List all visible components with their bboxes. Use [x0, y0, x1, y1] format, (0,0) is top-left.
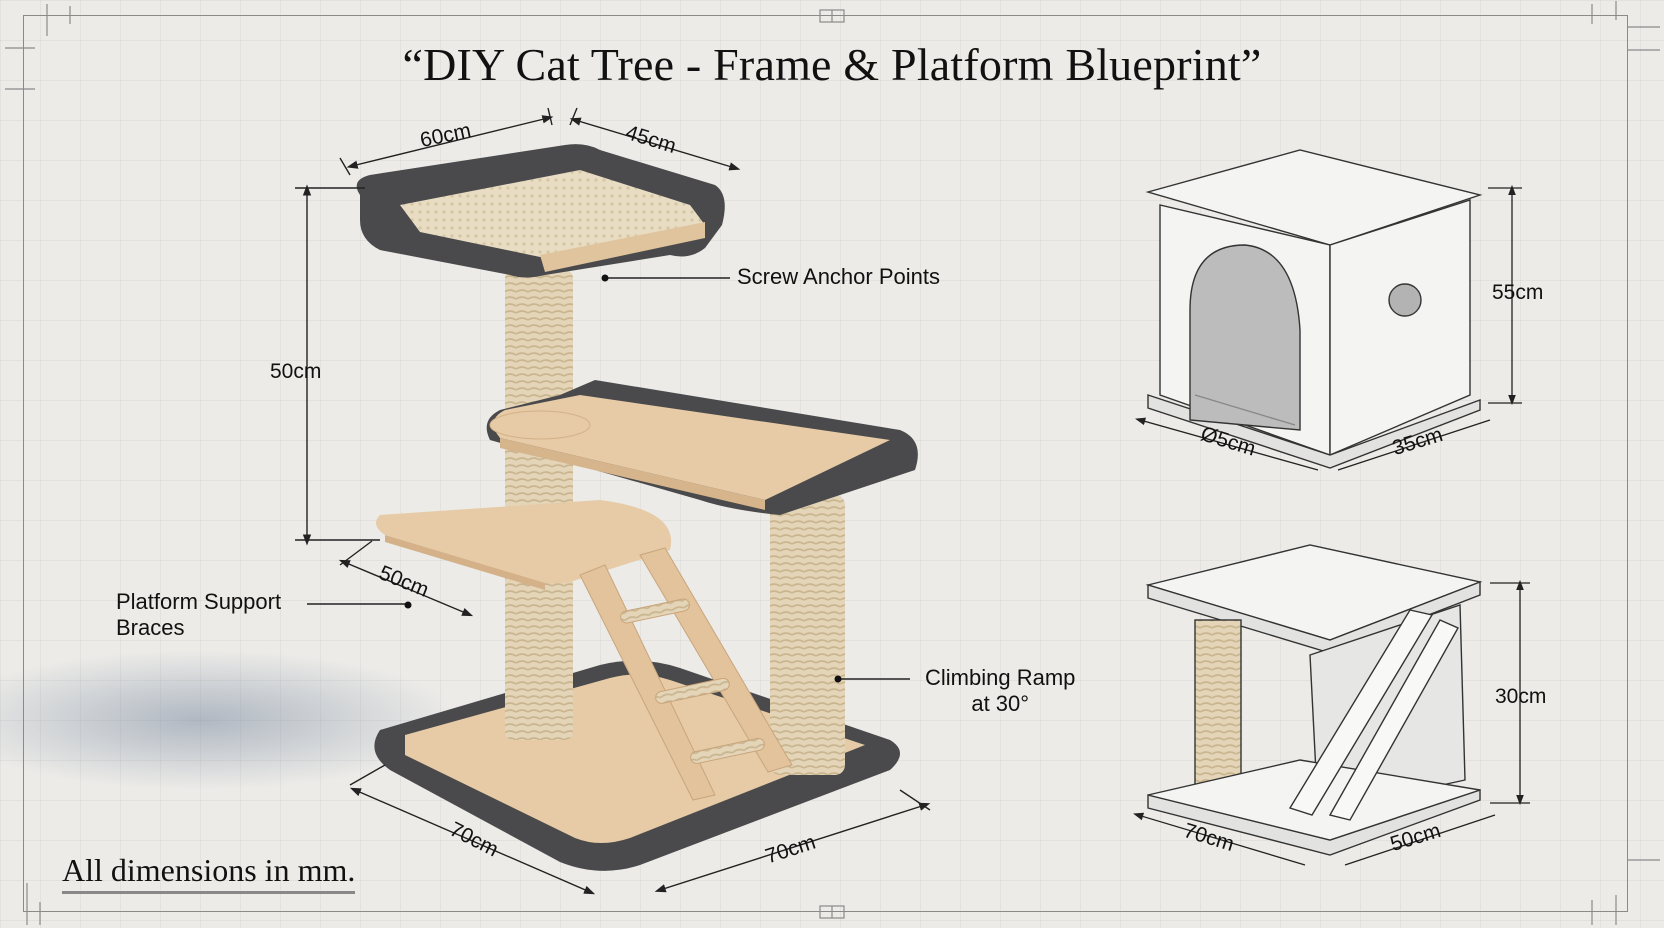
right-post	[770, 495, 845, 775]
callout-ramp-line1: Climbing Ramp	[925, 665, 1076, 690]
callout-ramp-line2: at 30°	[971, 691, 1030, 716]
callout-climbing-ramp: Climbing Ramp at 30°	[925, 665, 1075, 717]
climbing-ramp	[579, 547, 793, 801]
callout-support-braces-line2: Braces	[116, 615, 185, 640]
drawing-border	[23, 15, 1628, 912]
units-note: All dimensions in mm.	[62, 852, 356, 894]
page-title: “DIY Cat Tree - Frame & Platform Bluepri…	[402, 39, 1262, 90]
callout-support-braces-line1: Platform Support	[116, 589, 282, 614]
condo-sketch	[1145, 149, 1483, 469]
dim-height: 50cm	[270, 360, 322, 383]
corner-ticks	[5, 1, 1660, 925]
callout-screw-anchor: Screw Anchor Points	[737, 264, 940, 289]
top-platform	[356, 144, 725, 278]
callout-support-braces: Platform Support Braces	[116, 589, 281, 641]
middle-platform	[486, 380, 918, 515]
ramp-sketch	[1145, 544, 1483, 856]
ramp-sketch-dim-height: 30cm	[1495, 685, 1547, 708]
condo-dim-height: 55cm	[1492, 281, 1544, 304]
